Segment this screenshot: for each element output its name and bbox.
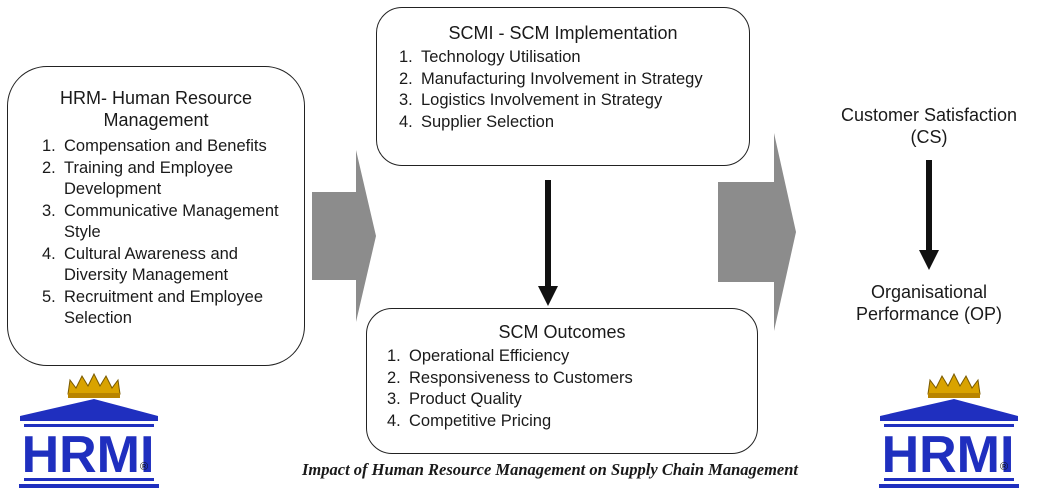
scmi-list: 1. Technology Utilisation 2. Manufacturing… xyxy=(399,47,741,133)
hrmi-logo-right: HRMI ® xyxy=(879,372,1019,488)
list-number: 3. xyxy=(399,91,413,109)
cs-line-1: Customer Satisfaction xyxy=(840,105,1018,125)
scm-outcomes-box: SCM Outcomes 1. Operational Efficiency 2.… xyxy=(366,308,758,454)
outcomes-title: SCM Outcomes xyxy=(498,322,626,342)
list-item: 4. Cultural Awareness and Diversity Manag… xyxy=(42,244,296,287)
outcomes-list: 1. Operational Efficiency 2. Responsivenes… xyxy=(387,346,749,432)
list-item: 1. Technology Utilisation xyxy=(399,47,741,69)
list-text: Cultural Awareness and Diversity Managem… xyxy=(64,244,238,285)
list-item: 4. Supplier Selection xyxy=(399,112,741,134)
scmi-title: SCMI - SCM Implementation xyxy=(448,23,678,43)
list-text: Recruitment and Employee Selection xyxy=(64,287,264,328)
logo-base-2 xyxy=(19,484,159,488)
op-line-2: Performance (OP) xyxy=(855,304,1003,324)
list-text: Training and Employee Development xyxy=(64,158,234,199)
list-item: 2. Manufacturing Involvement in Strategy xyxy=(399,69,741,91)
logo-base-1 xyxy=(884,478,1014,481)
pediment-icon xyxy=(880,399,1018,421)
hrm-list: 1. Compensation and Benefits 2. Training a… xyxy=(42,136,296,330)
logo-text: HRMI xyxy=(882,426,1015,484)
hrm-title: HRM- Human Resource Management xyxy=(59,88,253,130)
list-number: 1. xyxy=(42,137,56,155)
list-item: 3. Communicative Management Style xyxy=(42,201,296,244)
crown-icon xyxy=(67,372,121,398)
organisational-performance-label: Organisational Performance (OP) xyxy=(826,281,1032,325)
list-text: Product Quality xyxy=(409,390,522,408)
customer-satisfaction-label: Customer Satisfaction (CS) xyxy=(826,104,1032,148)
list-item: 2. Responsiveness to Customers xyxy=(387,368,749,390)
list-item: 2. Training and Employee Development xyxy=(42,158,296,201)
logo-registered-mark: ® xyxy=(1000,461,1008,473)
crown-icon xyxy=(927,372,981,398)
list-item: 3. Product Quality xyxy=(387,389,749,411)
list-text: Operational Efficiency xyxy=(409,347,570,365)
list-item: 3. Logistics Involvement in Strategy xyxy=(399,90,741,112)
list-item: 5. Recruitment and Employee Selection xyxy=(42,287,296,330)
logo-base-1 xyxy=(24,478,154,481)
hrm-box: HRM- Human Resource Management 1. Compens… xyxy=(7,66,305,366)
list-item: 1. Operational Efficiency xyxy=(387,346,749,368)
list-text: Responsiveness to Customers xyxy=(409,368,633,387)
list-number: 4. xyxy=(42,244,56,263)
block-arrow-scm-to-cs xyxy=(718,133,796,331)
list-number: 5. xyxy=(42,287,56,306)
op-line-1: Organisational xyxy=(870,282,988,302)
logo-base-2 xyxy=(879,484,1019,488)
list-text: Compensation and Benefits xyxy=(64,137,267,155)
hrmi-logo-left: HRMI ® xyxy=(19,372,159,488)
list-text: Manufacturing Involvement in Strategy xyxy=(421,69,703,88)
list-number: 1. xyxy=(387,347,401,365)
scmi-box: SCMI - SCM Implementation 1. Technology U… xyxy=(376,7,750,166)
logo-registered-mark: ® xyxy=(140,461,148,473)
arrow-scmi-to-outcomes-head xyxy=(538,286,558,306)
list-text: Technology Utilisation xyxy=(421,48,581,66)
arrow-cs-to-op-head xyxy=(919,250,939,270)
list-text: Logistics Involvement in Strategy xyxy=(421,91,663,109)
cs-line-2: (CS) xyxy=(910,127,948,147)
list-text: Communicative Management Style xyxy=(64,201,279,242)
logo-beam xyxy=(24,424,154,427)
pediment-icon xyxy=(20,399,158,421)
logo-beam xyxy=(884,424,1014,427)
figure-caption: Impact of Human Resource Management on S… xyxy=(302,460,798,479)
list-number: 4. xyxy=(387,411,401,430)
list-number: 4. xyxy=(399,112,413,131)
list-number: 3. xyxy=(42,201,56,220)
list-number: 2. xyxy=(399,69,413,88)
list-number: 2. xyxy=(42,158,56,177)
list-item: 1. Compensation and Benefits xyxy=(42,136,296,158)
logo-text: HRMI xyxy=(22,426,155,484)
list-number: 2. xyxy=(387,368,401,387)
list-number: 1. xyxy=(399,48,413,66)
list-item: 4. Competitive Pricing xyxy=(387,411,749,433)
list-number: 3. xyxy=(387,390,401,408)
list-text: Competitive Pricing xyxy=(409,411,552,430)
list-text: Supplier Selection xyxy=(421,112,554,131)
block-arrow-hrm-to-scm xyxy=(312,150,376,322)
